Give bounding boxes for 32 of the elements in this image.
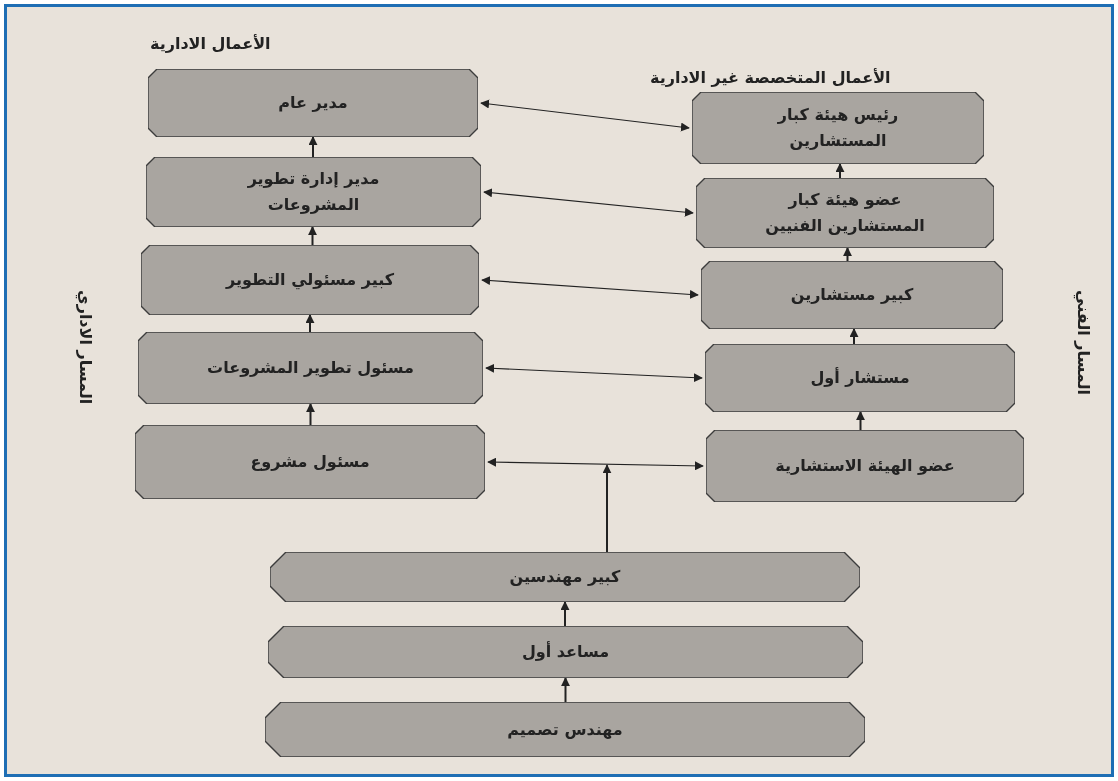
arrow: [849, 328, 859, 345]
rank-box: مسئول تطوير المشروعات: [138, 332, 483, 404]
rank-box: عضو هيئة كبار المستشارين الفنيين: [696, 178, 994, 248]
rank-box: مسئول مشروع: [135, 425, 485, 499]
rank-box: كبير مستشارين: [701, 261, 1003, 329]
rank-box: مدير عام: [148, 69, 478, 137]
arrow: [561, 677, 570, 703]
rank-box: مهندس تصميم: [265, 702, 865, 757]
rank-box: عضو الهيئة الاستشارية: [706, 430, 1024, 502]
arrow: [602, 464, 612, 553]
arrow: [308, 226, 317, 246]
arrow: [480, 99, 690, 132]
arrow: [487, 457, 704, 471]
arrow: [856, 411, 865, 431]
arrow: [560, 601, 570, 627]
arrow: [483, 188, 694, 217]
column-heading: الأعمال الادارية: [150, 34, 271, 53]
side-label: المسار الاداري: [76, 290, 95, 405]
rank-box: مدير إدارة تطوير المشروعات: [146, 157, 481, 227]
arrow: [308, 136, 318, 158]
arrow: [843, 247, 852, 262]
arrow: [306, 403, 315, 426]
rank-box: كبير مهندسين: [270, 552, 860, 602]
rank-box: كبير مسئولي التطوير: [141, 245, 479, 315]
rank-box: مستشار أول: [705, 344, 1015, 412]
arrow: [481, 276, 699, 299]
rank-box: مساعد أول: [268, 626, 863, 678]
rank-box: رئيس هيئة كبار المستشارين: [692, 92, 984, 164]
arrow: [485, 363, 703, 383]
arrow: [305, 314, 315, 333]
side-label: المسار الفني: [1074, 290, 1093, 395]
arrow: [835, 163, 845, 179]
